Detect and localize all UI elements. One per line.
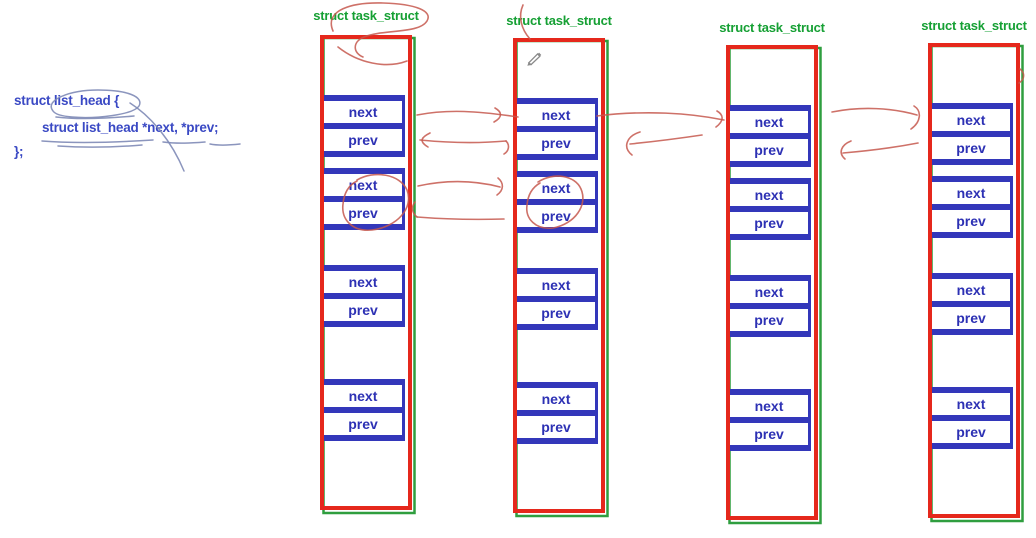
prev-field: prev	[730, 309, 808, 331]
next-field: next	[932, 109, 1010, 137]
next-field: next	[517, 274, 595, 302]
pencil-icon	[524, 48, 544, 68]
prev-field: prev	[517, 302, 595, 324]
next-field: next	[517, 177, 595, 205]
next-field: next	[324, 271, 402, 299]
prev-field: prev	[324, 413, 402, 435]
code-line-1: struct list_head {	[14, 93, 120, 108]
next-field: next	[730, 111, 808, 139]
prev-field: prev	[730, 212, 808, 234]
prev-field: prev	[324, 299, 402, 321]
struct-task-struct-label: struct task_struct	[313, 8, 419, 23]
struct-task-struct-label: struct task_struct	[719, 20, 825, 35]
next-field: next	[517, 104, 595, 132]
next-field: next	[324, 101, 402, 129]
prev-field: prev	[517, 205, 595, 227]
next-field: next	[932, 182, 1010, 210]
prev-field: prev	[324, 202, 402, 224]
next-field: next	[932, 279, 1010, 307]
next-field: next	[730, 281, 808, 309]
prev-field: prev	[932, 307, 1010, 329]
prev-field: prev	[730, 423, 808, 445]
next-field: next	[730, 184, 808, 212]
struct-task-struct-label: struct task_struct	[921, 18, 1027, 33]
struct-task-struct-label: struct task_struct	[506, 13, 612, 28]
next-field: next	[517, 388, 595, 416]
next-field: next	[324, 174, 402, 202]
prev-field: prev	[932, 137, 1010, 159]
prev-field: prev	[932, 210, 1010, 232]
code-line-2: struct list_head *next, *prev;	[42, 120, 219, 135]
next-field: next	[932, 393, 1010, 421]
prev-field: prev	[517, 416, 595, 438]
next-field: next	[730, 395, 808, 423]
prev-field: prev	[324, 129, 402, 151]
prev-field: prev	[932, 421, 1010, 443]
code-line-3: };	[14, 144, 24, 159]
next-field: next	[324, 385, 402, 413]
prev-field: prev	[517, 132, 595, 154]
prev-field: prev	[730, 139, 808, 161]
